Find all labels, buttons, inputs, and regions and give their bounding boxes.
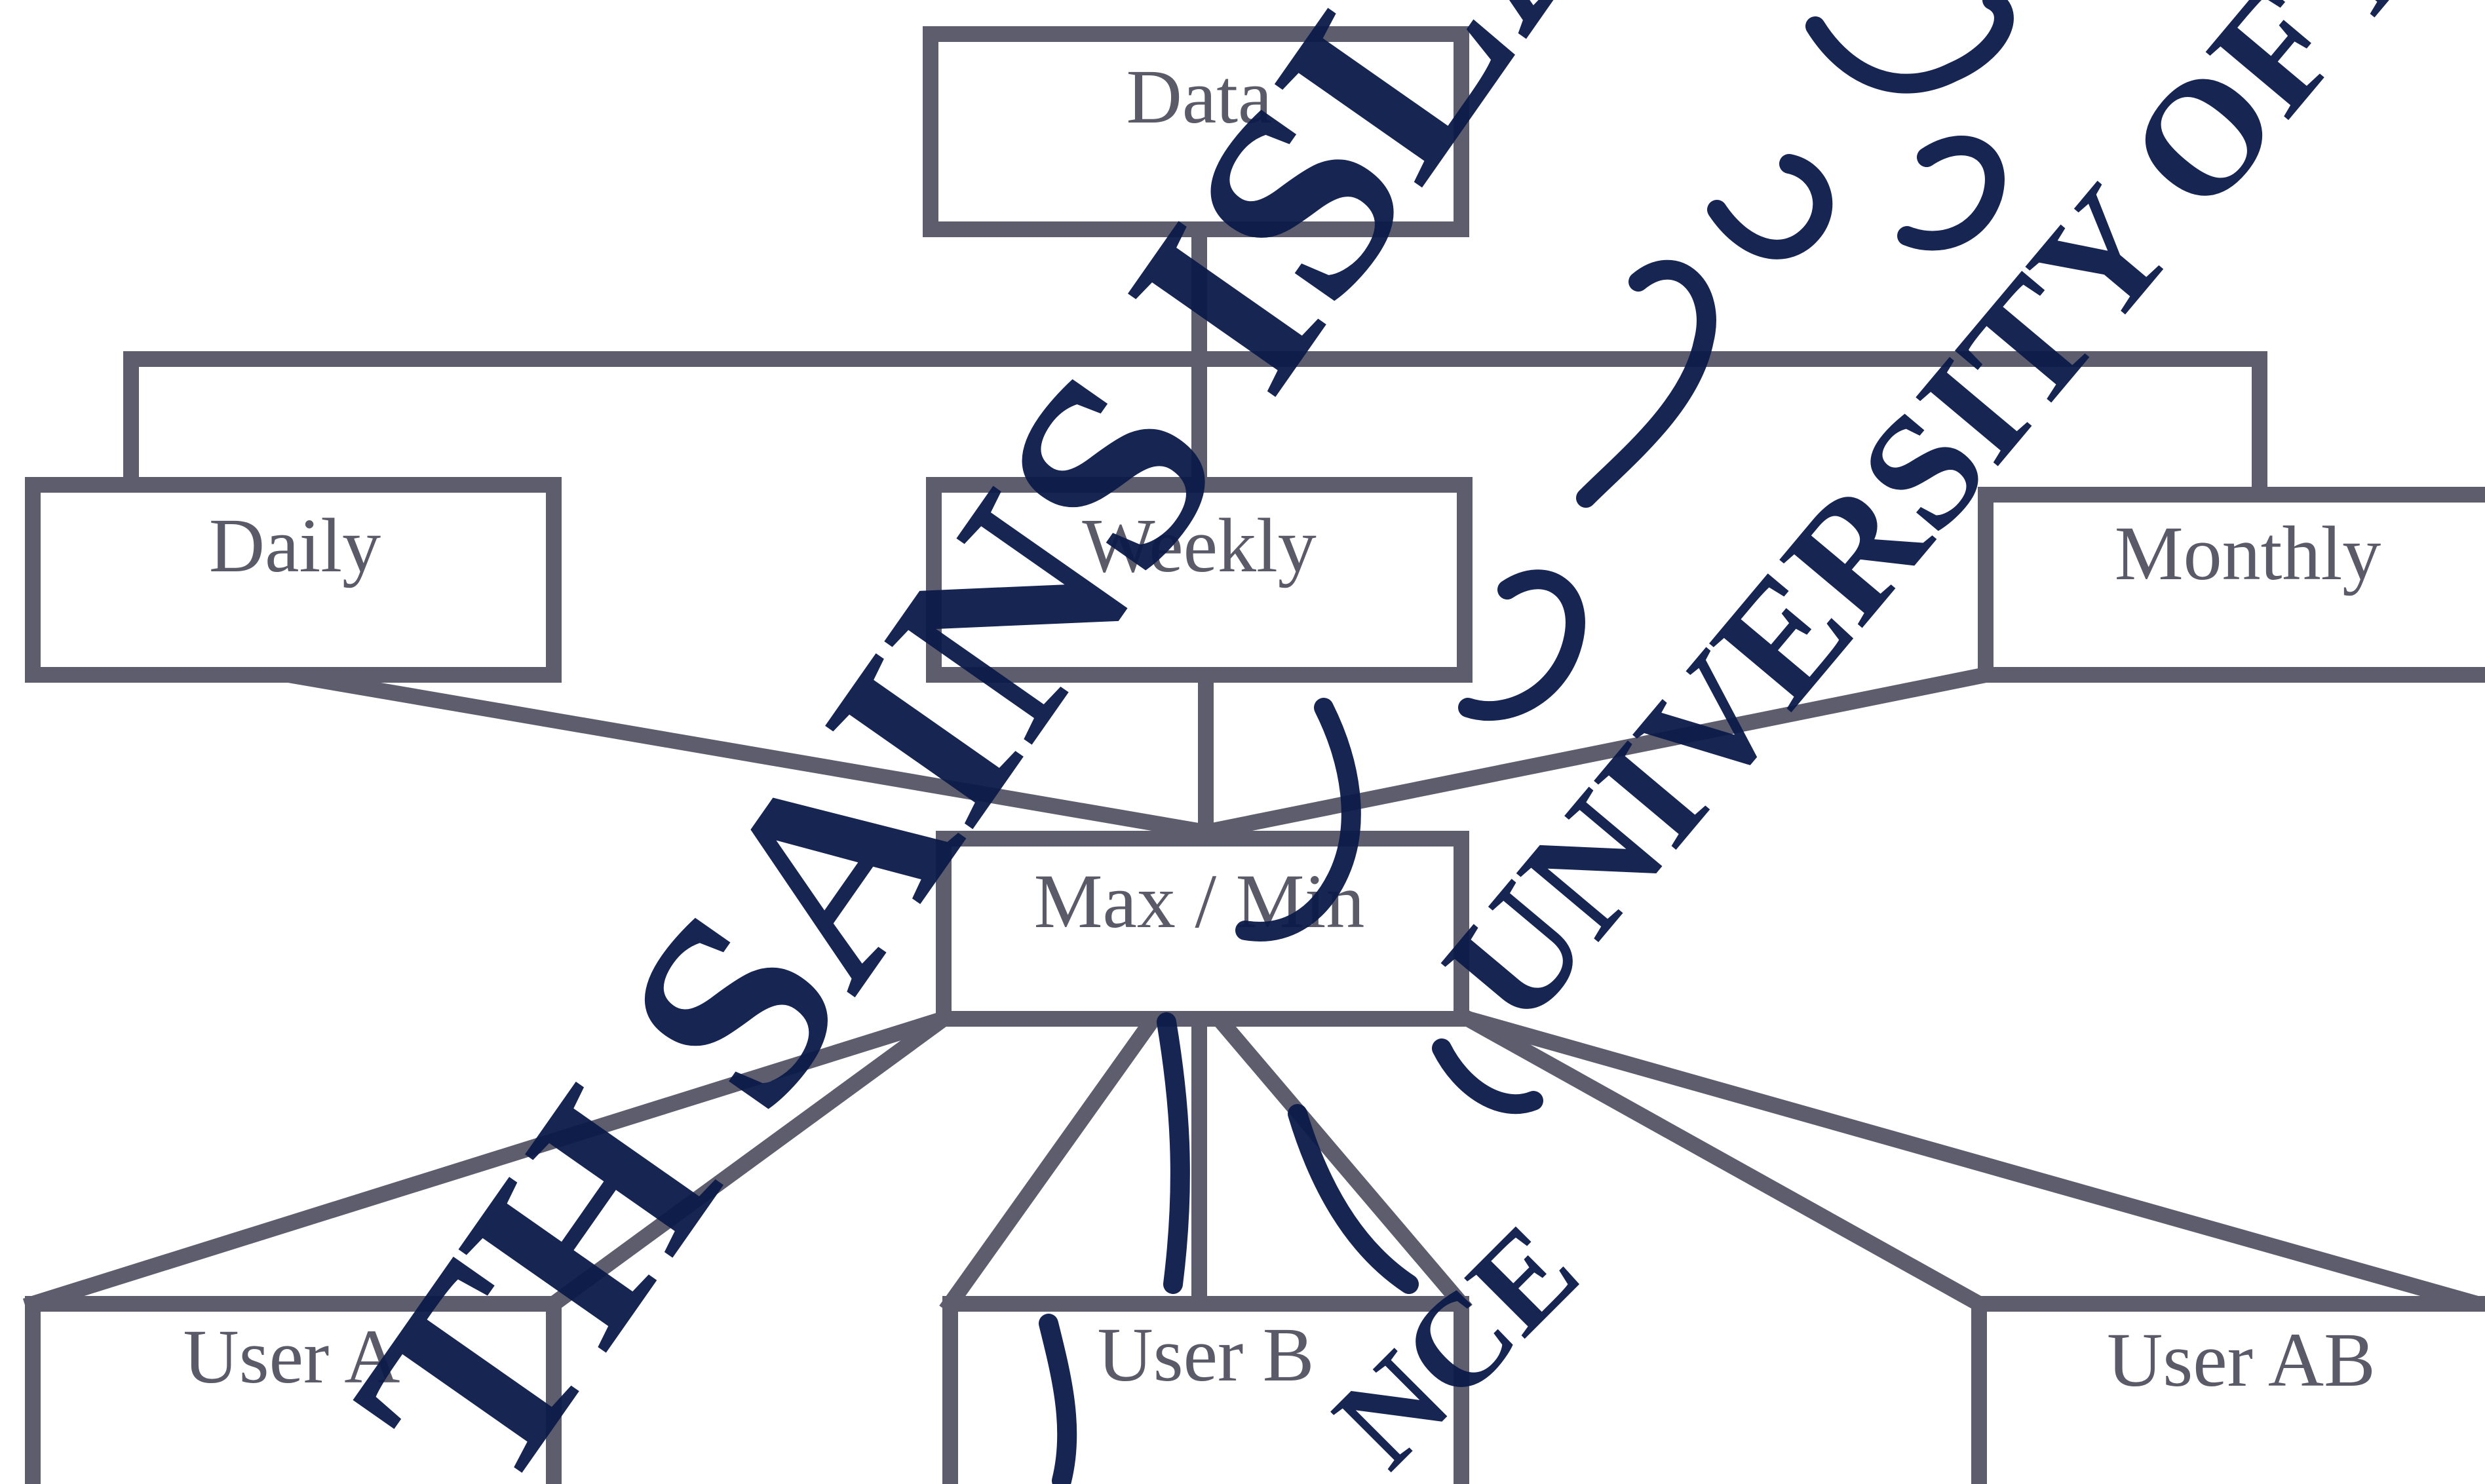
- node-data-box: [923, 26, 1469, 237]
- node-maxmin-box: [936, 831, 1469, 1027]
- node-weekly-label: Weekly: [1082, 503, 1316, 588]
- watermark-calligraphy-3: [1707, 154, 1833, 259]
- connectors: [22, 221, 2485, 1315]
- node-user-ab-box: [1971, 1296, 2485, 1484]
- edge-maxmin-to-userb-3: [1208, 1008, 1473, 1315]
- watermark-calligraphy-2: [1576, 259, 1716, 508]
- watermark-seal: TH SAINS ISLAM UNIVERSITY OF MALA NCE: [298, 0, 2485, 1484]
- node-user-ab-label: User AB: [2107, 1317, 2376, 1403]
- edge-monthly-to-maxmin: [1196, 665, 1995, 842]
- edge-maxmin-to-userab-2: [1458, 1009, 2485, 1314]
- edge-maxmin-to-userab-1: [1457, 1008, 1990, 1315]
- node-data-label: Data: [1127, 54, 1273, 140]
- node-monthly: Monthly: [1978, 487, 2485, 683]
- node-monthly-box: [1978, 487, 2485, 683]
- edge-daily-to-maxmin: [279, 666, 1215, 841]
- node-user-b: User B: [942, 1296, 1469, 1484]
- watermark-calligraphy-8: [1039, 1314, 1077, 1484]
- node-daily-box: [25, 477, 562, 683]
- edge-maxmin-to-usera-2: [543, 1008, 955, 1315]
- watermark-calligraphy-9: [1432, 1038, 1543, 1114]
- edge-maxmin-to-userb-1: [939, 1008, 1165, 1315]
- watermark-calligraphy-7: [1288, 1104, 1419, 1294]
- node-daily-label: Daily: [209, 503, 381, 588]
- node-user-b-box: [942, 1296, 1469, 1484]
- node-user-b-label: User B: [1097, 1312, 1314, 1398]
- node-user-a-box: [25, 1296, 562, 1484]
- watermark-calligraphy-6: [1157, 1012, 1190, 1294]
- watermark-calligraphy-5: [1235, 698, 1361, 942]
- node-user-ab: User AB: [1971, 1296, 2485, 1484]
- node-weekly-box: [926, 477, 1473, 683]
- watermark-calligraphy-1: [1805, 0, 2014, 94]
- watermark-calligraphy-4: [1458, 569, 1585, 721]
- edge-maxmin-to-usera-1: [22, 1008, 954, 1314]
- node-maxmin: Max / Min: [936, 831, 1469, 1027]
- node-monthly-label: Monthly: [2115, 510, 2381, 596]
- node-user-a: User A: [25, 1296, 562, 1484]
- node-daily: Daily: [25, 477, 562, 683]
- node-user-a-label: User A: [183, 1314, 400, 1399]
- node-data: Data: [923, 26, 1469, 237]
- node-weekly: Weekly: [926, 477, 1473, 683]
- watermark-calligraphy-10: [1897, 136, 2005, 251]
